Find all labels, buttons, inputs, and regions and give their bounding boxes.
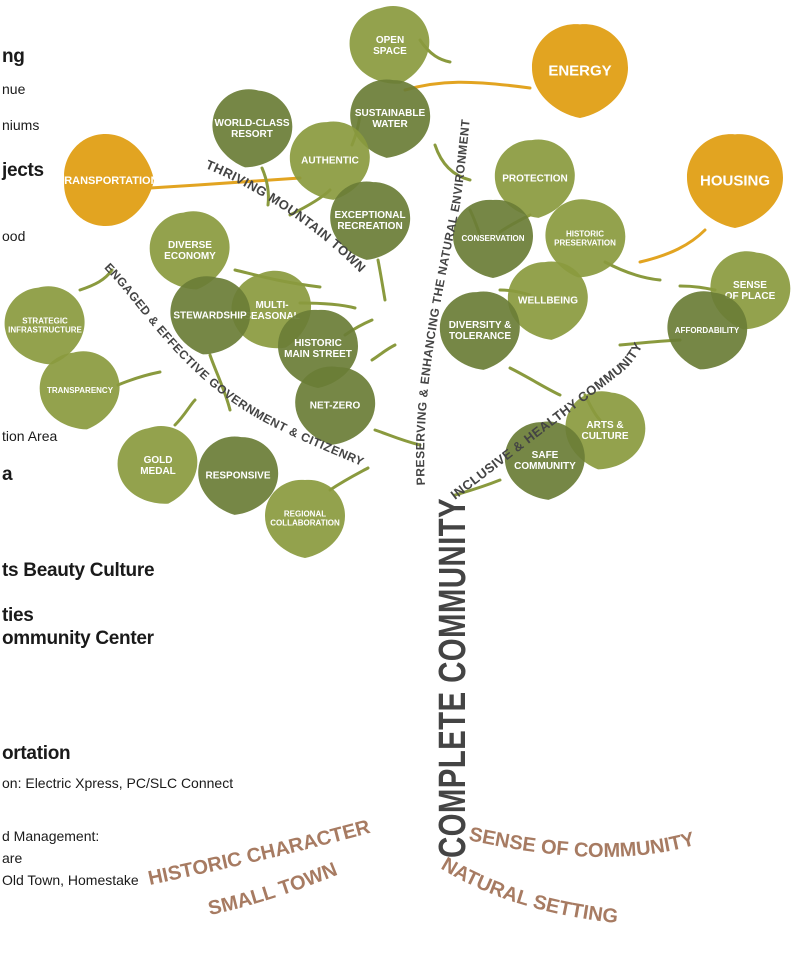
leaf-label: MULTI- bbox=[255, 300, 288, 311]
leaf-conservation: CONSERVATION bbox=[453, 199, 533, 278]
leaf-transportation: TRANSPORTATION bbox=[57, 134, 159, 226]
leaf-housing: HOUSING bbox=[687, 134, 783, 228]
background-text-8: ts Beauty Culture bbox=[2, 560, 155, 581]
background-text-10: ommunity Center bbox=[2, 628, 154, 649]
background-text-14: are bbox=[2, 850, 23, 866]
leaf-label: MEDAL bbox=[140, 466, 176, 477]
leaf-net-zero: NET-ZERO bbox=[291, 363, 379, 449]
background-text-3: niums bbox=[2, 117, 40, 133]
leaf-label: TOLERANCE bbox=[449, 331, 511, 342]
background-text-11: ortation bbox=[2, 743, 71, 764]
leaf-label: RESORT bbox=[231, 129, 273, 140]
leaf-label: DIVERSE bbox=[168, 240, 212, 251]
leaf-label: NET-ZERO bbox=[310, 401, 361, 412]
leaf-label: RESPONSIVE bbox=[205, 471, 270, 482]
background-text-5: ood bbox=[2, 228, 26, 244]
background-text-6: tion Area bbox=[2, 428, 58, 444]
leaf-label: AUTHENTIC bbox=[301, 156, 359, 167]
leaf-label: PROTECTION bbox=[502, 174, 568, 185]
leaf-label: CONSERVATION bbox=[461, 234, 524, 243]
leaf-label: HOUSING bbox=[700, 172, 770, 189]
leaf-label: PRESERVATION bbox=[554, 238, 616, 247]
leaf-arts-culture: ARTS &CULTURE bbox=[558, 385, 652, 477]
leaf-label: GOLD bbox=[144, 455, 173, 466]
leaf-label: TRANSPORTATION bbox=[57, 175, 158, 187]
root-label-sense-of-community: SENSE OF COMMUNITY bbox=[467, 823, 698, 862]
leaf-label: ENERGY bbox=[548, 62, 611, 79]
leaf-label: INFRASTRUCTURE bbox=[8, 325, 82, 334]
leaf-responsive: RESPONSIVE bbox=[194, 433, 282, 519]
leaf-multi-seasonal: MULTI-SEASONAL bbox=[221, 260, 324, 362]
leaf-protection: PROTECTION bbox=[491, 136, 579, 222]
leaf-label: AFFORDABILITY bbox=[675, 326, 740, 335]
leaf-label: HISTORIC bbox=[566, 229, 604, 238]
leaf-label: SPACE bbox=[373, 46, 407, 57]
leaf-stewardship: STEWARDSHIP bbox=[163, 270, 257, 362]
leaf-label: TRANSPARENCY bbox=[47, 386, 114, 395]
leaf-label: ECONOMY bbox=[164, 251, 216, 262]
leaf-label: RECREATION bbox=[337, 221, 402, 232]
leaf-label: STEWARDSHIP bbox=[173, 311, 247, 322]
background-text-12: on: Electric Xpress, PC/SLC Connect bbox=[2, 775, 234, 791]
leaf-label: ARTS & bbox=[586, 420, 623, 431]
leaf-wellbeing: WELLBEING bbox=[504, 258, 592, 344]
leaf-label: STRATEGIC bbox=[22, 316, 68, 325]
leaf-label: WELLBEING bbox=[518, 296, 578, 307]
leaf-label: REGIONAL bbox=[284, 509, 326, 518]
leaf-label: HISTORIC bbox=[294, 338, 342, 349]
leaf-label: WATER bbox=[372, 119, 408, 130]
leaf-affordability: AFFORDABILITY bbox=[660, 285, 754, 377]
background-text-4: jects bbox=[2, 160, 44, 181]
trunk: COMPLETE COMMUNITY bbox=[432, 498, 474, 858]
leaf-transparency: TRANSPARENCY bbox=[33, 345, 127, 437]
leaf-label: CULTURE bbox=[581, 431, 628, 442]
leaf-label: SAFE bbox=[532, 450, 559, 461]
leaf-label: DIVERSITY & bbox=[449, 320, 512, 331]
leaf-label: EXCEPTIONAL bbox=[334, 210, 405, 221]
leaf-label: OF PLACE bbox=[725, 291, 776, 302]
trunk-label: COMPLETE COMMUNITY bbox=[432, 498, 474, 858]
background-text-9: ties bbox=[2, 605, 34, 626]
leaf-label: WORLD-CLASS bbox=[215, 118, 290, 129]
leaf-label: OPEN bbox=[376, 35, 404, 46]
background-text-1: ng bbox=[2, 46, 25, 67]
leaf-label: SENSE bbox=[733, 280, 767, 291]
leaf-label: SUSTAINABLE bbox=[355, 108, 426, 119]
leaf-energy: ENERGY bbox=[532, 24, 628, 118]
leaf-label: COLLABORATION bbox=[270, 518, 340, 527]
leaf-diversity-tolerance: DIVERSITY &TOLERANCE bbox=[436, 288, 524, 374]
leaf-label: SEASONAL bbox=[244, 311, 300, 322]
leaf-label: MAIN STREET bbox=[284, 349, 352, 360]
leaf-authentic: AUTHENTIC bbox=[286, 118, 374, 204]
background-text-2: nue bbox=[2, 81, 26, 97]
background-text-13: d Management: bbox=[2, 828, 100, 844]
root-label-natural-setting: NATURAL SETTING bbox=[437, 853, 619, 928]
background-text-15: Old Town, Homestake bbox=[2, 872, 139, 888]
leaf-label: COMMUNITY bbox=[514, 461, 576, 472]
background-text-7: a bbox=[2, 464, 13, 485]
